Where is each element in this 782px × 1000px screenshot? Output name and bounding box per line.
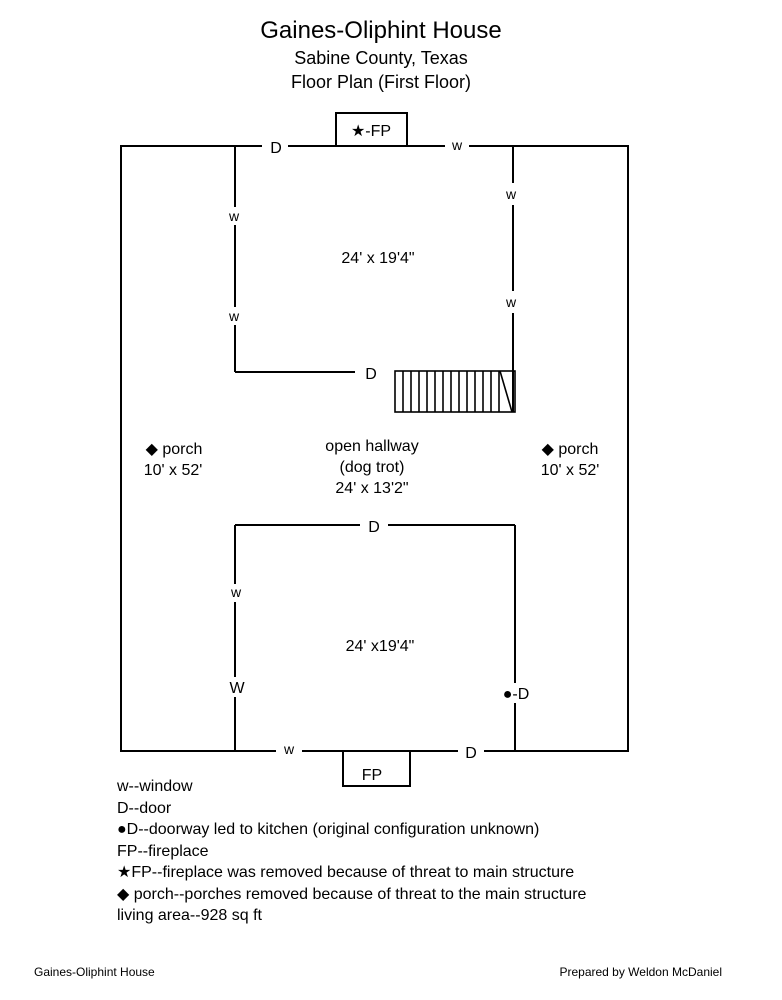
hallway-label: open hallway [325, 438, 418, 455]
footer-preparer: Prepared by Weldon McDaniel [559, 965, 722, 979]
porch-right-label: ◆ porch [542, 441, 599, 458]
legend-item-door: D--door [117, 799, 172, 817]
window-north-wall: w [451, 137, 463, 153]
south-room-size: 24' x19'4" [346, 638, 415, 655]
legend-item-fireplace: FP--fireplace [117, 842, 209, 860]
door-south-label: D [465, 745, 477, 762]
doorway-kitchen-label: ●-D [503, 686, 530, 703]
window-south-room-west-1: w [230, 584, 242, 600]
fireplace-bottom-label: FP [362, 767, 382, 784]
porch-left-label: ◆ porch [146, 441, 203, 458]
county-subtitle: Sabine County, Texas [294, 48, 468, 68]
fireplace-bottom-box [342, 750, 411, 787]
legend-item-living-area: living area--928 sq ft [117, 907, 262, 924]
legend-item-window: w--window [117, 778, 193, 795]
hallway-subtitle: (dog trot) [340, 459, 405, 476]
title-block: Gaines-Oliphint House Sabine County, Tex… [0, 16, 762, 94]
window-north-room-west-1: w [228, 208, 240, 224]
door-north-room-south-label: D [365, 366, 377, 383]
window-north-room-west-2: w [228, 308, 240, 324]
staircase [394, 370, 516, 413]
north-room-size: 24' x 19'4" [341, 250, 414, 267]
hallway-size: 24' x 13'2" [335, 480, 408, 497]
window-north-room-east-1: w [505, 186, 517, 202]
door-north-label: D [270, 140, 282, 157]
page-title: Gaines-Oliphint House [260, 17, 502, 44]
legend-item-porch: ◆ porch--porches removed because of thre… [117, 885, 587, 903]
porch-right-size: 10' x 52' [541, 462, 600, 479]
fireplace-top-box [335, 112, 408, 147]
window-north-room-east-2: w [505, 294, 517, 310]
fireplace-top-label: ★-FP [351, 123, 391, 140]
plan-subtitle: Floor Plan (First Floor) [290, 72, 472, 92]
window-south-wall: w [283, 741, 295, 757]
door-south-room-north-label: D [368, 519, 380, 536]
window-south-room-west-2: W [229, 680, 245, 697]
legend-item-removed-fireplace: ★FP--fireplace was removed because of th… [117, 864, 575, 881]
legend: w--window D--door ●D--doorway led to kit… [117, 776, 586, 927]
footer-house-name: Gaines-Oliphint House [34, 965, 155, 979]
legend-item-kitchen-doorway: ●D--doorway led to kitchen (original con… [117, 821, 540, 838]
porch-left-size: 10' x 52' [144, 462, 203, 479]
